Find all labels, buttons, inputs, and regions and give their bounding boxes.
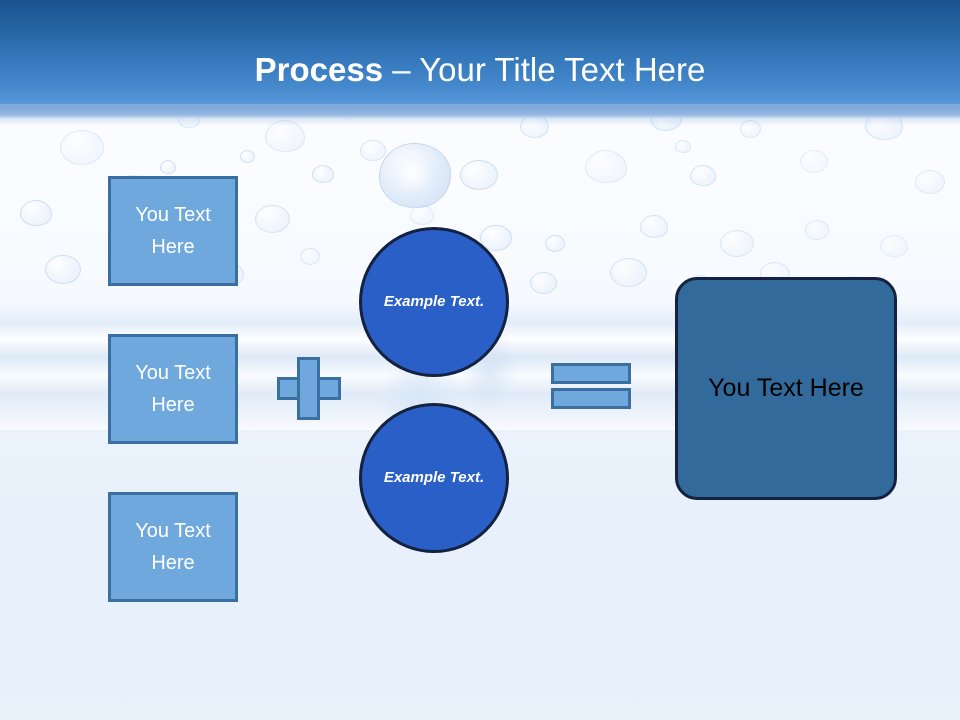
water-bubble: [255, 205, 290, 233]
example-circle-2[interactable]: Example Text.: [359, 403, 509, 553]
input-box-2-label: You Text Here: [135, 362, 211, 416]
page-title-light: – Your Title Text Here: [383, 51, 706, 88]
slide-header-band: [0, 0, 960, 118]
water-bubble: [460, 160, 498, 190]
page-title-strong: Process: [254, 51, 384, 88]
water-bubble: [915, 170, 945, 194]
equals-icon-top-bar: [551, 363, 631, 384]
water-bubble: [800, 150, 828, 173]
water-bubble: [60, 130, 104, 165]
water-bubble: [805, 220, 829, 240]
example-circle-1[interactable]: Example Text.: [359, 227, 509, 377]
water-bubble: [240, 150, 255, 163]
header-fade: [0, 104, 960, 126]
water-bubble: [410, 205, 434, 225]
water-bubble: [585, 150, 627, 183]
example-circle-2-label: Example Text.: [383, 469, 485, 486]
water-bubble: [312, 165, 334, 183]
result-box-label: You Text Here: [708, 374, 864, 402]
water-bubble: [690, 165, 716, 186]
water-bubble: [360, 140, 386, 161]
input-box-1-label: You Text Here: [135, 204, 211, 258]
page-title: Process – Your Title Text Here: [0, 50, 960, 90]
example-circle-1-label: Example Text.: [383, 293, 485, 310]
water-droplet-highlight: [392, 158, 436, 194]
water-bubble: [530, 272, 557, 294]
water-bubble: [20, 200, 52, 226]
input-box-1[interactable]: You Text Here: [108, 176, 238, 286]
water-bubble: [640, 215, 668, 238]
plus-icon-center-patch: [300, 380, 317, 397]
water-bubble: [675, 140, 691, 153]
water-bubble: [300, 248, 320, 265]
input-box-3[interactable]: You Text Here: [108, 492, 238, 602]
result-box[interactable]: You Text Here: [675, 277, 897, 500]
equals-icon: [551, 363, 631, 409]
equals-icon-bottom-bar: [551, 388, 631, 409]
input-box-2[interactable]: You Text Here: [108, 334, 238, 444]
water-bubble: [160, 160, 176, 174]
plus-icon: [277, 357, 341, 420]
water-bubble: [610, 258, 647, 287]
input-box-3-label: You Text Here: [135, 520, 211, 574]
water-bubble: [545, 235, 565, 252]
water-bubble: [45, 255, 81, 284]
water-bubble: [880, 235, 908, 257]
water-bubble: [720, 230, 754, 257]
